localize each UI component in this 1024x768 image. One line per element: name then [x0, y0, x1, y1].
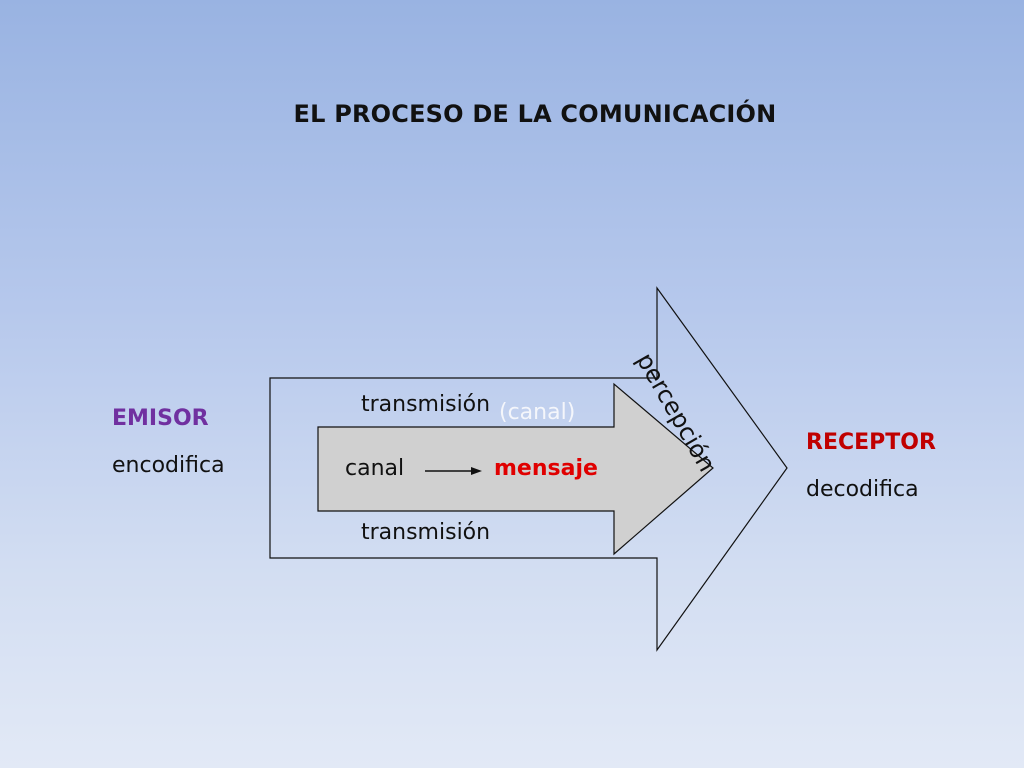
- emisor-action: encodifica: [112, 453, 225, 478]
- slide-title: EL PROCESO DE LA COMUNICACIÓN: [293, 100, 777, 128]
- canal-label: canal: [345, 456, 405, 481]
- transmision-top-label: transmisión: [361, 392, 491, 417]
- receptor-label: RECEPTOR: [806, 430, 936, 455]
- outer-arrow: [269, 286, 788, 652]
- transmision-bottom-label: transmisión: [361, 520, 491, 545]
- canal-to-mensaje-arrowhead: [471, 467, 482, 475]
- mensaje-label: mensaje: [494, 456, 598, 481]
- canal-overlay-label: (canal): [499, 400, 576, 425]
- receptor-action: decodifica: [806, 477, 919, 502]
- emisor-label: EMISOR: [112, 406, 209, 431]
- inner-arrow: [317, 382, 714, 556]
